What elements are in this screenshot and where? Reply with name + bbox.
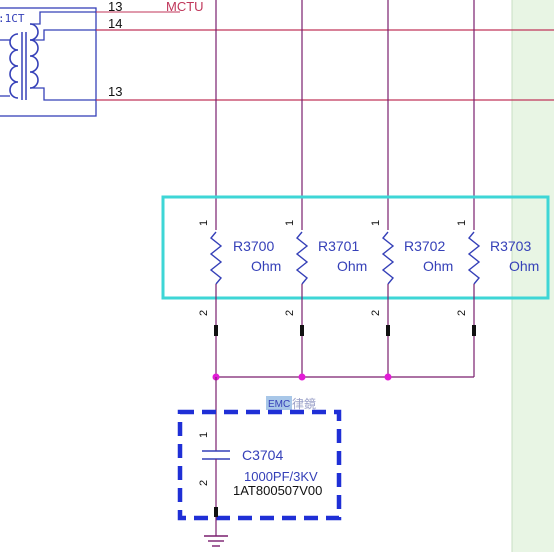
r3703-zigzag <box>467 231 481 285</box>
r3701-pin2: 2 <box>284 310 296 316</box>
r3703-pin-mark <box>472 325 476 336</box>
capacitor-group-box[interactable] <box>177 409 342 521</box>
c3704-part-number: 1AT800507V00 <box>233 483 322 498</box>
c3704-pin2: 2 <box>198 480 210 486</box>
net-label-partial: MCTU <box>166 0 204 14</box>
pin-label-13: 13 <box>108 84 122 99</box>
r3700-pin-mark <box>214 325 218 336</box>
lead-upper <box>30 29 96 41</box>
resistor-r3700[interactable]: 1 R3700 Ohm 2 <box>198 220 281 316</box>
r3702-pin2: 2 <box>370 310 382 316</box>
resistor-r3703[interactable]: 1 R3703 Ohm 2 <box>456 220 539 316</box>
r3701-ref: R3701 <box>318 238 359 254</box>
r3702-pin-mark <box>386 325 390 336</box>
primary-coil <box>9 33 19 99</box>
emc-tag-bg <box>266 396 292 410</box>
transformer-1ct[interactable]: :1CT <box>0 7 97 117</box>
c3704-pin1: 1 <box>198 432 210 438</box>
r3701-value: Ohm <box>337 258 367 274</box>
emc-tag-suffix: 律鏡 <box>292 396 316 411</box>
resistor-r3701[interactable]: 1 R3701 Ohm 2 <box>284 220 367 316</box>
r3701-pin1: 1 <box>284 220 296 226</box>
lead-lower <box>30 87 96 101</box>
r3700-value: Ohm <box>251 258 281 274</box>
r3700-zigzag <box>209 231 223 285</box>
r3702-value: Ohm <box>423 258 453 274</box>
r3703-value: Ohm <box>509 258 539 274</box>
r3703-pin2: 2 <box>456 310 468 316</box>
r3702-zigzag <box>381 231 395 285</box>
pin-label-top-partial: 13 <box>108 0 122 14</box>
r3700-ref: R3700 <box>233 238 274 254</box>
r3701-zigzag <box>295 231 309 285</box>
transformer-ref: :1CT <box>0 12 25 25</box>
r3700-pin2: 2 <box>198 310 210 316</box>
secondary-coil <box>29 23 39 89</box>
r3703-pin1: 1 <box>456 220 468 226</box>
r3702-pin1: 1 <box>370 220 382 226</box>
c3704-ref: C3704 <box>242 447 283 463</box>
junction-dot <box>384 373 392 381</box>
c3704-value: 1000PF/3KV <box>244 469 318 484</box>
r3702-ref: R3702 <box>404 238 445 254</box>
r3701-pin-mark <box>300 325 304 336</box>
lead-top <box>30 11 96 25</box>
c3704-pin-mark <box>214 507 218 517</box>
transformer-frame <box>0 7 97 117</box>
r3700-pin1: 1 <box>198 220 210 226</box>
resistor-group-highlight[interactable] <box>161 195 550 300</box>
r3703-ref: R3703 <box>490 238 531 254</box>
junction-dot <box>298 373 306 381</box>
pin-label-14: 14 <box>108 16 122 31</box>
resistor-r3702[interactable]: 1 R3702 Ohm 2 <box>370 220 453 316</box>
capacitor-c3704[interactable]: 1 2 C3704 1000PF/3KV 1AT800507V00 <box>198 432 322 536</box>
ground-icon <box>204 535 228 547</box>
emc-tag: EMC <box>268 399 290 410</box>
